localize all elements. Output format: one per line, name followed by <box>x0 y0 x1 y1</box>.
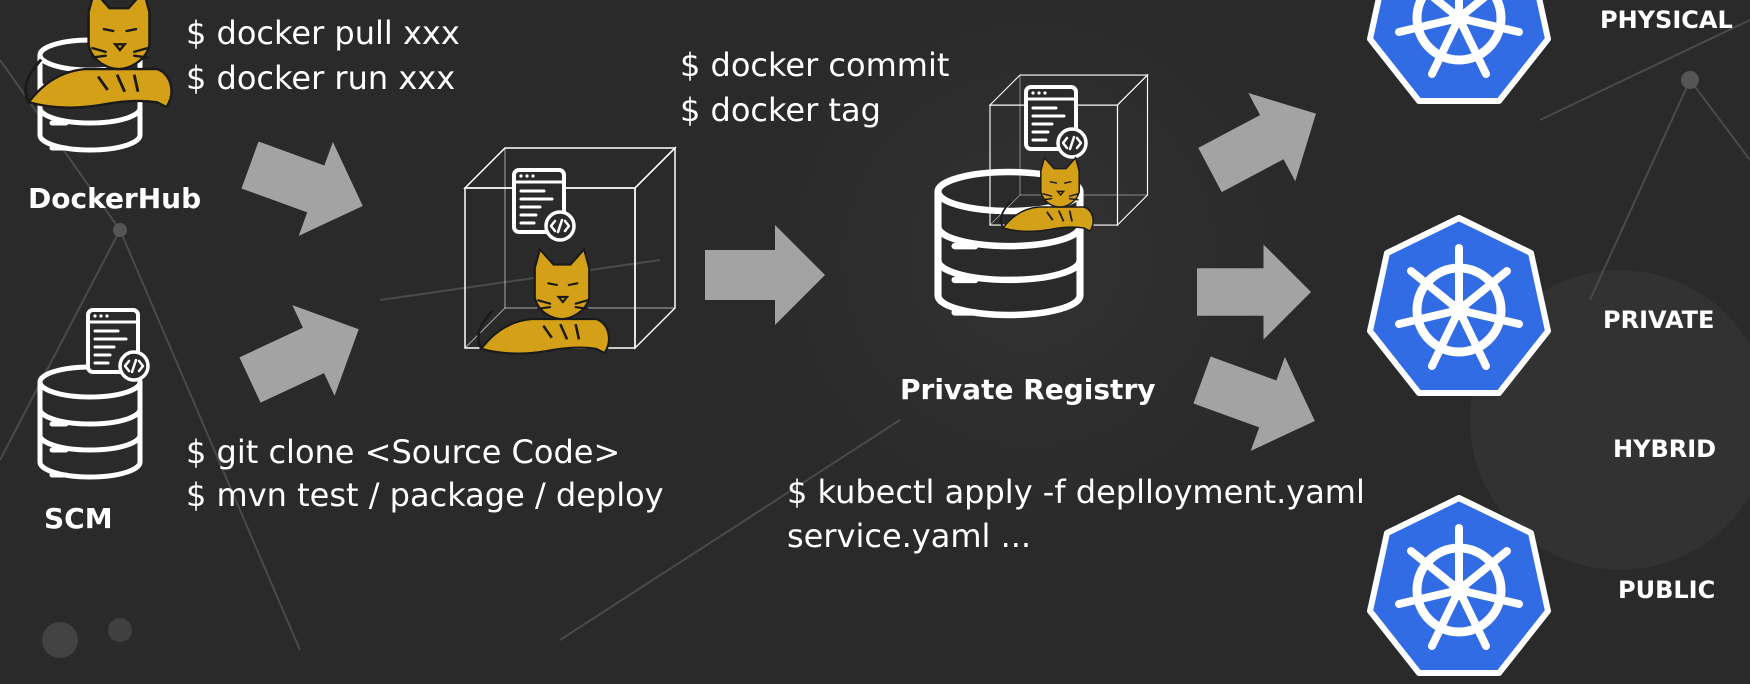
env-label-physical: PHYSICAL <box>1600 6 1733 34</box>
env-label-private: PRIVATE <box>1603 306 1715 334</box>
git-clone-command: $ git clone <Source Code> <box>186 433 621 471</box>
env-label-public: PUBLIC <box>1618 576 1716 604</box>
code-file-icon <box>512 168 576 242</box>
docker-tag-command: $ docker tag <box>680 91 881 129</box>
mvn-command: $ mvn test / package / deploy <box>186 476 664 514</box>
kubectl-apply-command: $ kubectl apply -f deplloyment.yaml <box>787 473 1365 511</box>
kubernetes-icon <box>1370 218 1548 393</box>
arrow-dockerhub-to-container <box>232 118 380 254</box>
docker-commit-command: $ docker commit <box>680 46 950 84</box>
code-file-icon <box>1024 85 1088 159</box>
scm-db-icon <box>40 367 140 477</box>
private-registry-label: Private Registry <box>900 373 1156 406</box>
service-yaml-command: service.yaml ... <box>787 517 1032 555</box>
arrow-scm-to-container <box>228 283 380 426</box>
dockerhub-label: DockerHub <box>28 182 202 215</box>
docker-run-command: $ docker run xxx <box>186 59 456 97</box>
tomcat-icon <box>477 248 611 355</box>
kubernetes-icon <box>1370 0 1548 101</box>
env-label-hybrid: HYBRID <box>1613 435 1717 463</box>
code-file-icon <box>86 308 150 382</box>
docker-pull-command: $ docker pull xxx <box>186 14 460 52</box>
scm-label: SCM <box>44 502 113 535</box>
